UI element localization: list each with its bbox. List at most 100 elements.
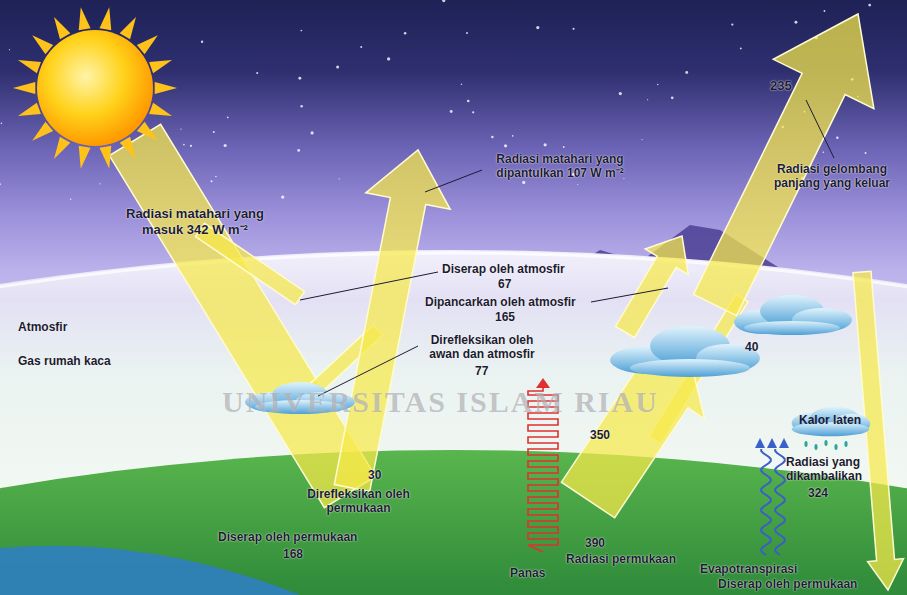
flux-value: 40 (745, 340, 758, 354)
sun-ray (155, 82, 177, 94)
star (450, 110, 453, 113)
cloud-node: Kalor laten (790, 406, 871, 437)
flux-label: Radiasi yang dikambalikan (786, 455, 870, 484)
star (685, 71, 688, 74)
rain-drop (824, 440, 827, 446)
evaporation-wave (775, 449, 785, 555)
flux-label: Radiasi matahari yang dipantulkan 107 W … (485, 152, 635, 181)
star (647, 99, 648, 100)
sun-ray (99, 7, 111, 30)
star (512, 135, 514, 137)
ocean (0, 546, 300, 595)
energy-arrow (334, 150, 450, 491)
sun-ray (99, 146, 111, 169)
star (823, 10, 825, 12)
star (865, 152, 867, 154)
star (404, 32, 407, 35)
cloud (610, 326, 760, 377)
flux-label: Direfleksikan oleh permukaan (296, 487, 421, 516)
sun-rays (13, 7, 177, 169)
evapotranspiration-waves (755, 438, 789, 555)
flux-label: Radiasi permukaan (566, 552, 676, 566)
sun-disc (37, 30, 153, 146)
sun-ray (120, 17, 136, 39)
flux-value: 67 (498, 277, 511, 291)
earth-surface (0, 450, 907, 595)
flux-value: 168 (283, 547, 303, 561)
star (731, 23, 733, 25)
star (0, 183, 1, 185)
flux-label: Evapotranspirasi (700, 562, 797, 576)
star (300, 105, 302, 107)
star (467, 100, 470, 103)
cloud (734, 295, 852, 335)
cloud-text: Kalor laten (799, 413, 861, 427)
leader-lines (300, 100, 834, 396)
star (442, 0, 445, 2)
flux-label: Diserap oleh atmosfir (442, 262, 565, 276)
star (339, 178, 340, 179)
star (298, 77, 301, 80)
sun-ray (79, 146, 91, 169)
star (9, 49, 10, 50)
star (740, 47, 742, 49)
star (522, 181, 525, 184)
star (836, 136, 839, 139)
layer-label: Gas rumah kaca (18, 354, 111, 368)
sun-ray (149, 60, 172, 73)
sun (13, 7, 177, 169)
star (99, 183, 100, 184)
star (215, 176, 217, 178)
leader-line (300, 272, 438, 300)
energy-arrow (109, 124, 375, 507)
flux-label: Radiasi gelombang panjang yang keluar (762, 162, 902, 191)
energy-arrows (109, 14, 903, 590)
evaporation-arrowhead (755, 438, 765, 448)
cloud-part (630, 359, 750, 377)
star (360, 46, 362, 48)
star (544, 143, 547, 146)
evaporation-arrowhead (779, 438, 789, 448)
star (281, 195, 284, 198)
layer-label: Atmosfir (18, 320, 67, 334)
star (563, 146, 565, 148)
star (183, 144, 185, 146)
flux-label: Panas (510, 566, 545, 580)
flux-value: 235 (770, 78, 792, 94)
star (227, 116, 229, 118)
star (256, 72, 258, 74)
leader-line (591, 288, 668, 302)
rain-drop (814, 444, 817, 450)
star (536, 26, 539, 29)
star (70, 198, 72, 200)
watermark: UNIVERSITAS ISLAM RIAU (222, 384, 659, 420)
rain-drops (804, 440, 847, 450)
star (213, 131, 215, 133)
sun-ray (149, 103, 172, 116)
sun-ray (32, 35, 53, 54)
flux-label: Dipancarkan oleh atmosfir (425, 295, 576, 309)
sun-ray (54, 17, 70, 39)
rain-drop (834, 444, 837, 450)
sun-ray (18, 103, 41, 116)
star (336, 66, 339, 69)
star (224, 144, 227, 147)
flux-value: 30 (368, 468, 381, 482)
energy-arrow (616, 236, 689, 338)
leader-line (425, 170, 482, 192)
star (577, 184, 578, 185)
star (210, 180, 212, 182)
flux-label: Diserap oleh permukaan (718, 577, 857, 591)
star (300, 30, 302, 32)
sun-ray (120, 137, 136, 159)
sun-ray (32, 122, 53, 141)
star (642, 139, 643, 140)
cloud-part (744, 321, 840, 335)
flux-label: Radiasi matahari yang masuk 342 W m⁻² (110, 206, 280, 237)
star (823, 151, 825, 153)
flux-value: 390 (585, 536, 605, 550)
flux-value: 324 (808, 486, 828, 500)
star (573, 28, 575, 30)
leader-line (806, 100, 834, 158)
star (180, 128, 181, 129)
